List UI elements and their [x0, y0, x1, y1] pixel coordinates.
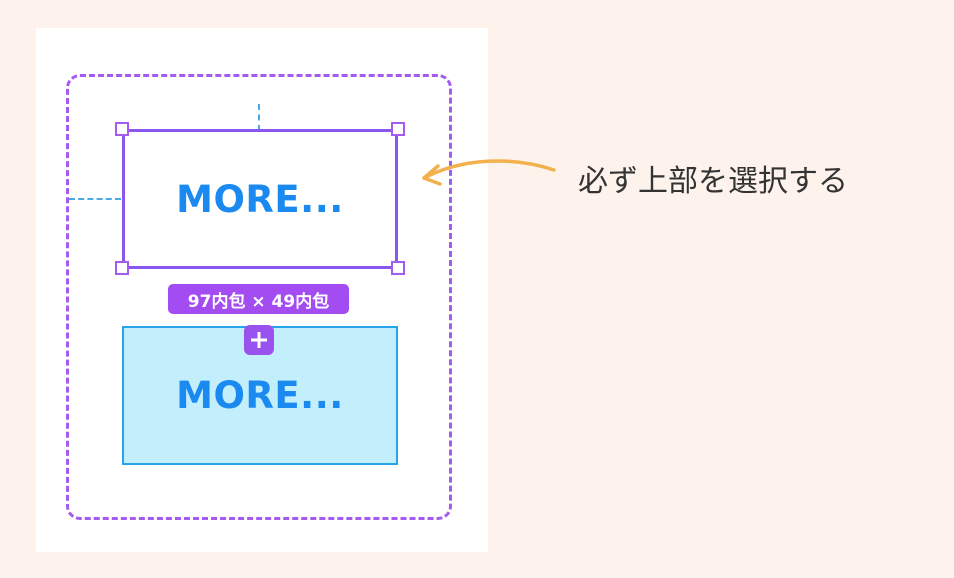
bottom-frame-label: MORE...: [176, 374, 344, 417]
top-frame-label: MORE...: [176, 177, 344, 221]
resize-handle-bottom-right[interactable]: [391, 261, 405, 275]
auto-layout-frame[interactable]: [66, 74, 452, 520]
dimension-badge: 97内包 × 49内包: [168, 284, 349, 314]
resize-handle-top-left[interactable]: [115, 122, 129, 136]
resize-handle-bottom-left[interactable]: [115, 261, 129, 275]
bottom-frame[interactable]: MORE...: [122, 326, 398, 465]
selected-top-frame[interactable]: MORE...: [122, 129, 398, 269]
design-canvas: MORE... 97内包 × 49内包 MORE...: [36, 28, 488, 552]
spacing-guide-horizontal: [69, 198, 121, 200]
annotation-label: 必ず上部を選択する: [578, 164, 848, 199]
annotation-arrow-icon: [422, 159, 556, 186]
resize-handle-top-right[interactable]: [391, 122, 405, 136]
spacing-guide-vertical: [258, 104, 260, 152]
plus-icon: [251, 332, 267, 348]
insert-button[interactable]: [244, 325, 274, 355]
